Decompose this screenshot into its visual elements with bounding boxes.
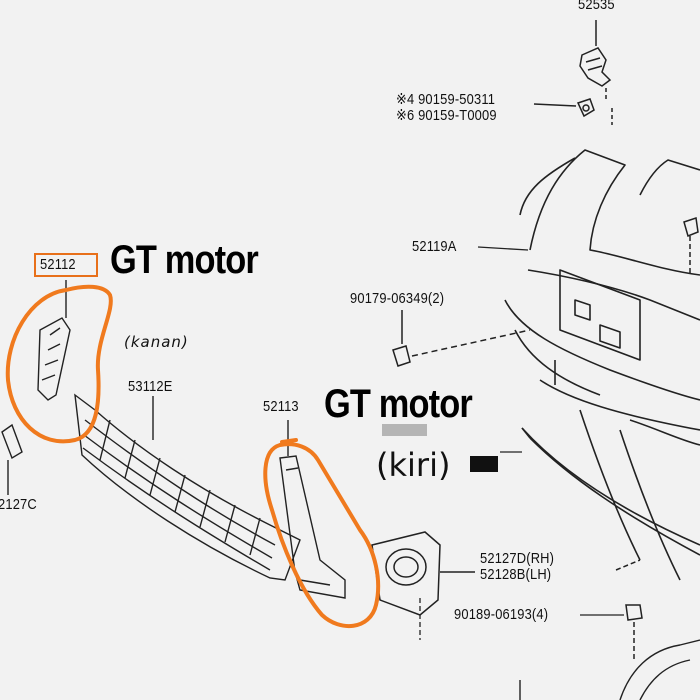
gt-motor-label-top: GT motor [110, 238, 259, 282]
clip-52535 [579, 20, 612, 100]
part-number-52127D: 52127D(RH) [480, 550, 555, 567]
kanan-label: (kanan) [124, 333, 189, 351]
bracket-52127C [1, 423, 23, 495]
part-number-90159-a: ※4 90159-50311 [396, 91, 496, 108]
part-number-52127C: 2127C [0, 496, 37, 513]
redaction-mark-small [382, 424, 427, 436]
highlight-circles [5, 284, 381, 629]
lower-right-fragment [519, 639, 700, 700]
fog-cover-52127D [371, 531, 475, 616]
part-number-52112: 52112 [40, 256, 76, 273]
gt-motor-label-mid: GT motor [324, 382, 473, 426]
part-number-53112E: 53112E [128, 378, 173, 395]
part-number-52113: 52113 [263, 398, 299, 415]
part-number-52119A: 52119A [412, 238, 457, 255]
redaction-mark [470, 456, 498, 472]
lower-trim-strip [521, 427, 700, 556]
kiri-label: (kiri) [376, 446, 451, 484]
part-number-90159-b: ※6 90159-T0009 [396, 107, 497, 124]
part-number-52535: 52535 [578, 0, 615, 13]
part-number-90179: 90179-06349(2) [350, 290, 445, 307]
clip-90179 [392, 310, 531, 367]
part-number-52128B: 52128B(LH) [480, 566, 552, 583]
bumper-cover [504, 149, 700, 581]
part-number-90189: 90189-06193(4) [454, 606, 549, 623]
molding-52112 [37, 280, 71, 401]
molding-52113 [279, 420, 346, 599]
leader-lines [419, 246, 624, 640]
screw-90159 [533, 98, 613, 125]
bolt-right [615, 217, 699, 660]
grille-53112E [74, 393, 301, 581]
highlight-box-52112 [34, 253, 98, 277]
